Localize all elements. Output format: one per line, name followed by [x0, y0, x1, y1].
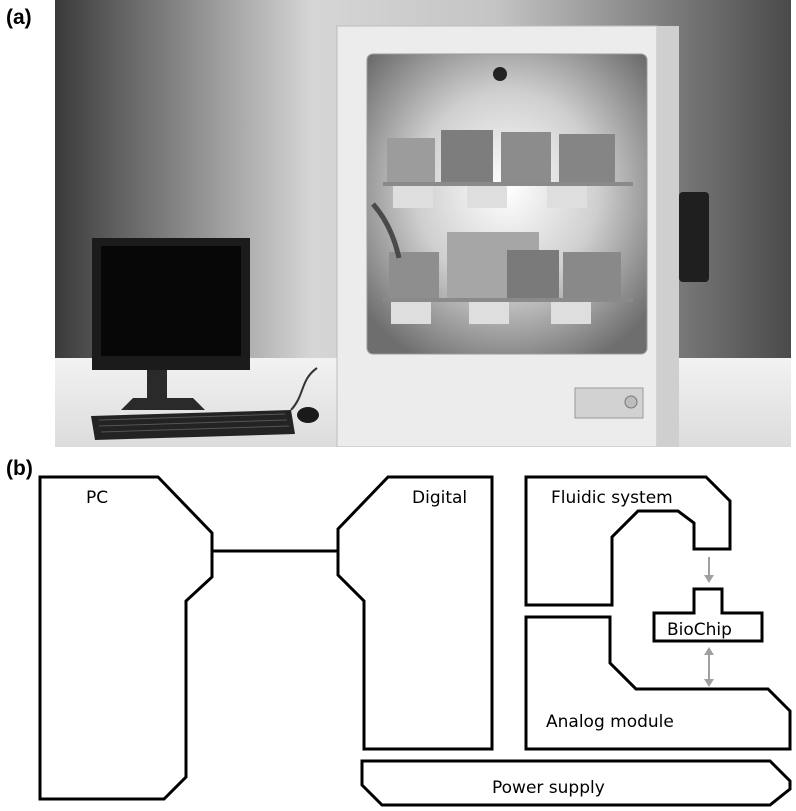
fluidic-block — [524, 475, 732, 607]
biochip-block — [652, 587, 764, 643]
biochip-label: BioChip — [667, 620, 732, 640]
analog-block — [524, 615, 792, 751]
incubator-door — [657, 26, 709, 447]
pc-label: PC — [86, 488, 108, 508]
pc-block — [38, 475, 214, 801]
fluidic-label: Fluidic system — [551, 488, 673, 508]
block-diagram: PC Digital Fluidic system BioChip Analog… — [38, 475, 792, 807]
incubator — [336, 25, 658, 447]
monitor — [92, 238, 250, 410]
panel-a-label: (a) — [6, 6, 32, 29]
analog-label: Analog module — [546, 712, 674, 732]
digital-block — [336, 475, 494, 751]
power-block — [360, 759, 792, 807]
power-label: Power supply — [492, 778, 605, 798]
incubator-photo — [55, 0, 791, 447]
keyboard — [91, 410, 295, 440]
digital-label: Digital — [412, 488, 467, 508]
fluidic-to-biochip-arrow — [704, 557, 714, 583]
panel-b-label: (b) — [6, 457, 33, 480]
mouse — [297, 407, 319, 423]
biochip-analog-arrow — [704, 647, 714, 687]
